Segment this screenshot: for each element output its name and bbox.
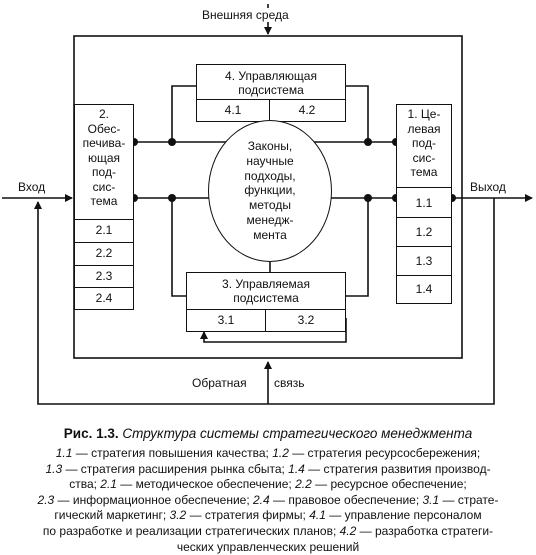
box4-left-link — [171, 85, 196, 142]
cell-4-1: 4.1 — [224, 103, 242, 117]
legend-text: по разработке и реализации стратегически… — [42, 523, 340, 538]
box1-title: 1. Це- левая под- сис- тема — [407, 107, 441, 179]
legend-text: — ресурсное обеспечение; — [311, 477, 467, 492]
cell-1-4: 1.4 — [415, 282, 433, 296]
legend-line: 2.3 — информационное обеспечение; 2.4 — … — [0, 493, 536, 509]
legend-code: 3.1 — [422, 492, 440, 507]
legend-text: — стратегия расширения рынка сбыта; — [62, 461, 289, 476]
output-label: Выход — [470, 180, 506, 194]
legend-code: 4.2 — [339, 523, 357, 538]
legend-text: — стратегия фирмы; — [186, 508, 310, 523]
external-env-label: Внешняя среда — [200, 8, 291, 22]
junction-dot — [168, 194, 176, 202]
legend-code: 4.1 — [309, 508, 326, 523]
legend-text: ческих управленческих решений — [176, 539, 360, 554]
legend-text: — методическое обеспечение; — [116, 477, 296, 492]
legend-text: — разработка стратеги- — [356, 523, 494, 538]
cell-2-3: 2.3 — [95, 269, 113, 283]
legend-text: — управление персоналом — [325, 508, 482, 523]
feedback-label-left: Обратная — [192, 376, 247, 390]
legend-line: 1.1 — стратегия повышения качества; 1.2 … — [0, 446, 536, 462]
box3-title: 3. Управляемая подсистема — [222, 277, 310, 305]
cell-3-2: 3.2 — [297, 313, 315, 327]
legend-text: — правовое обеспечение; — [269, 492, 423, 507]
legend-code: 1.4 — [288, 461, 305, 476]
figure-legend: 1.1 — стратегия повышения качества; 1.2 … — [0, 446, 536, 555]
legend-text: — информационное обеспечение; — [54, 492, 253, 507]
feedback-label-right: связь — [274, 376, 305, 390]
cell-1-2: 1.2 — [415, 225, 433, 239]
legend-code: 1.2 — [272, 446, 289, 460]
legend-line: ческих управленческих решений — [0, 540, 536, 555]
feedback-loop — [34, 198, 495, 405]
legend-line: 1.3 — стратегия расширения рынка сбыта; … — [0, 462, 536, 478]
legend-code: 1.1 — [55, 446, 73, 460]
legend-text: — стратегия ресурсосбережения; — [288, 446, 481, 460]
junction-dot — [168, 138, 176, 146]
legend-line: по разработке и реализации стратегически… — [0, 524, 536, 540]
box4-right-link — [346, 85, 369, 142]
input-label: Вход — [18, 180, 46, 194]
legend-text: гический маркетинг; — [54, 508, 170, 523]
cell-4-2: 4.2 — [298, 103, 316, 117]
legend-line: гический маркетинг; 3.2 — стратегия фирм… — [0, 508, 536, 524]
legend-code: 2.3 — [37, 492, 55, 507]
legend-code: 3.2 — [169, 508, 187, 523]
legend-code: 1.3 — [45, 461, 63, 476]
box4-title: 4. Управляющая подсистема — [225, 69, 317, 97]
legend-text: ства; — [69, 477, 101, 492]
cell-3-1: 3.1 — [217, 313, 235, 327]
supporting-subsystem-box: 2. Обес- печива- ющая под- сис- тема 2.1… — [74, 104, 134, 310]
box3-right-link — [346, 198, 369, 297]
managed-subsystem-box: 3. Управляемая подсистема 3.1 3.2 — [186, 272, 346, 332]
figure-number: Рис. 1.3. — [63, 426, 119, 441]
cell-1-3: 1.3 — [415, 254, 433, 268]
legend-code: 2.1 — [100, 477, 117, 492]
cell-2-1: 2.1 — [95, 223, 113, 237]
legend-code: 2.4 — [253, 492, 270, 507]
legend-code: 2.2 — [295, 477, 312, 492]
legend-text: — стратегия развития производ- — [304, 461, 491, 476]
legend-line: ства; 2.1 — методическое обеспечение; 2.… — [0, 477, 536, 493]
circle-text: Законы, научные подходы, функции, методы… — [244, 139, 296, 242]
target-subsystem-box: 1. Це- левая под- сис- тема 1.1 1.2 1.3 … — [396, 104, 452, 304]
laws-methods-circle: Законы, научные подходы, функции, методы… — [208, 120, 332, 262]
figure-title: Структура системы стратегического менедж… — [122, 426, 473, 441]
managing-subsystem-box: 4. Управляющая подсистема 4.1 4.2 — [196, 64, 346, 122]
figure-caption: Рис. 1.3. Структура системы стратегическ… — [0, 426, 536, 441]
box3-left-link — [171, 198, 186, 297]
cell-1-1: 1.1 — [415, 196, 433, 210]
legend-text: — страте- — [439, 492, 499, 507]
cell-2-2: 2.2 — [95, 246, 113, 260]
junction-dot — [364, 194, 372, 202]
box3-internal-loop — [200, 318, 347, 343]
legend-text: — стратегия повышения качества; — [72, 446, 273, 460]
box2-title: 2. Обес- печива- ющая под- сис- тема — [82, 107, 126, 208]
junction-dot — [364, 138, 372, 146]
cell-2-4: 2.4 — [95, 291, 113, 305]
